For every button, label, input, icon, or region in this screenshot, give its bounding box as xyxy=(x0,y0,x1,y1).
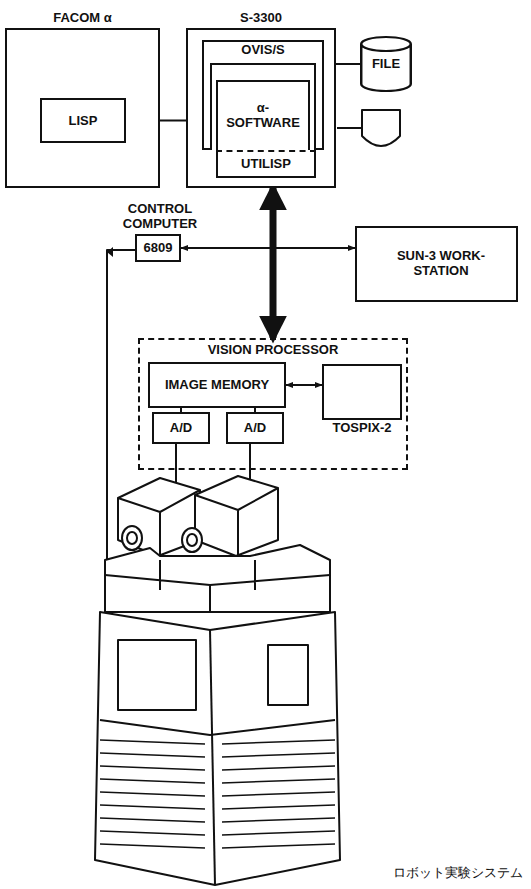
connector-line xyxy=(286,384,322,386)
connector-line xyxy=(181,247,355,249)
node-label: A/D xyxy=(154,421,208,436)
processor-box: TOSPIX-2 xyxy=(322,364,402,420)
node-label: 6809 xyxy=(137,241,179,256)
software-box: LISP xyxy=(40,98,126,143)
computer-box: FACOM αLISP xyxy=(5,28,160,188)
node-label: IMAGE MEMORY xyxy=(150,378,284,393)
node-label: CONTROL COMPUTER xyxy=(110,202,210,232)
node-label: S-3300 xyxy=(158,11,364,26)
bus-arrow xyxy=(270,188,277,338)
computer-box: S-3300OVIS/Sα- SOFTWAREUTILISP xyxy=(186,28,336,188)
node-label: A/D xyxy=(228,421,282,436)
software-box: UTILISP xyxy=(216,150,316,178)
node-label: SUN-3 WORK- STATION xyxy=(393,249,489,279)
converter-box: A/D xyxy=(226,412,284,444)
software-box: α- SOFTWARE xyxy=(216,80,310,152)
node-label: FACOM α xyxy=(0,11,188,26)
converter-box: A/D xyxy=(152,412,210,444)
node-label: α- SOFTWARE xyxy=(218,101,308,131)
node-label: VISION PROCESSOR xyxy=(140,343,406,358)
file-cylinder: FILE xyxy=(360,36,412,92)
control-box: CONTROL COMPUTER6809 xyxy=(135,234,181,262)
node-label: FILE xyxy=(360,57,412,72)
memory-box: IMAGE MEMORY xyxy=(148,362,286,408)
connector-line xyxy=(336,63,360,65)
node-label: OVIS/S xyxy=(202,43,324,58)
node-label: LISP xyxy=(42,113,124,128)
figure-caption: ロボット実験システム xyxy=(393,865,523,881)
display-symbol xyxy=(362,110,400,146)
workstation-box: SUN-3 WORK- STATION xyxy=(355,226,518,302)
node-label: UTILISP xyxy=(218,157,314,172)
processor-region: VISION PROCESSOR IMAGE MEMORY TOSPIX-2A/D A… xyxy=(138,338,408,470)
node-label: TOSPIX-2 xyxy=(304,421,420,436)
